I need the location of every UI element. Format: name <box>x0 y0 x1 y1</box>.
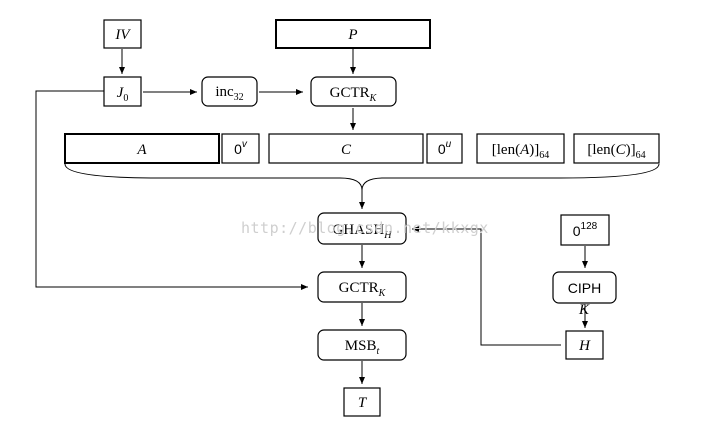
ciph-label: CIPH <box>568 280 601 296</box>
zero-v-box: 0v <box>221 133 260 164</box>
watermark: http://blog.csdn.net/kkxgx <box>241 219 489 237</box>
len-a-box: [len(A)]64 <box>476 133 565 164</box>
zero-u-label: 0u <box>438 139 452 157</box>
tag-label: T <box>358 395 368 411</box>
arrow-j0-loop-to-gctr <box>35 90 308 290</box>
concatenation-brace <box>64 163 660 191</box>
gctr-bottom-box: GCTRK <box>317 271 407 303</box>
ghash-box: GHASHH <box>317 212 407 245</box>
tag-box: T <box>343 387 381 417</box>
gctr-top-label: GCTRK <box>330 85 378 104</box>
gctr-bottom-label: GCTRK <box>339 280 387 299</box>
msb-box: MSBt <box>317 329 407 361</box>
gctr-top-box: GCTRK <box>310 76 397 107</box>
plaintext-box: P <box>275 19 431 49</box>
ciph-box: CIPH <box>552 271 617 304</box>
arrow-h-to-ghash <box>412 226 561 346</box>
aad-box: A <box>64 133 220 164</box>
zero128-label: 0128 <box>573 221 598 239</box>
hash-key-label: H <box>578 338 591 354</box>
zero-u-box: 0u <box>426 133 463 164</box>
iv-label: IV <box>114 27 131 43</box>
hash-key-box: H <box>565 330 604 360</box>
len-c-label: [len(C)]64 <box>587 142 645 161</box>
zero-v-label: 0v <box>234 139 248 157</box>
len-a-label: [len(A)]64 <box>492 142 550 161</box>
j0-label: J0 <box>117 85 129 104</box>
zero128-box: 0128 <box>560 214 610 246</box>
msb-label: MSBt <box>345 338 380 357</box>
ciph-key-label: K <box>578 302 590 318</box>
aad-label: A <box>136 142 147 158</box>
j0-box: J0 <box>103 76 142 107</box>
iv-box: IV <box>103 19 142 49</box>
inc32-box: inc32 <box>201 76 258 107</box>
len-c-box: [len(C)]64 <box>573 133 660 164</box>
ghash-label: GHASHH <box>333 222 393 241</box>
ciphertext-label: C <box>341 142 352 158</box>
inc32-label: inc32 <box>215 84 243 103</box>
plaintext-label: P <box>347 27 357 43</box>
connectors <box>35 49 660 384</box>
ciphertext-box: C <box>268 133 424 164</box>
